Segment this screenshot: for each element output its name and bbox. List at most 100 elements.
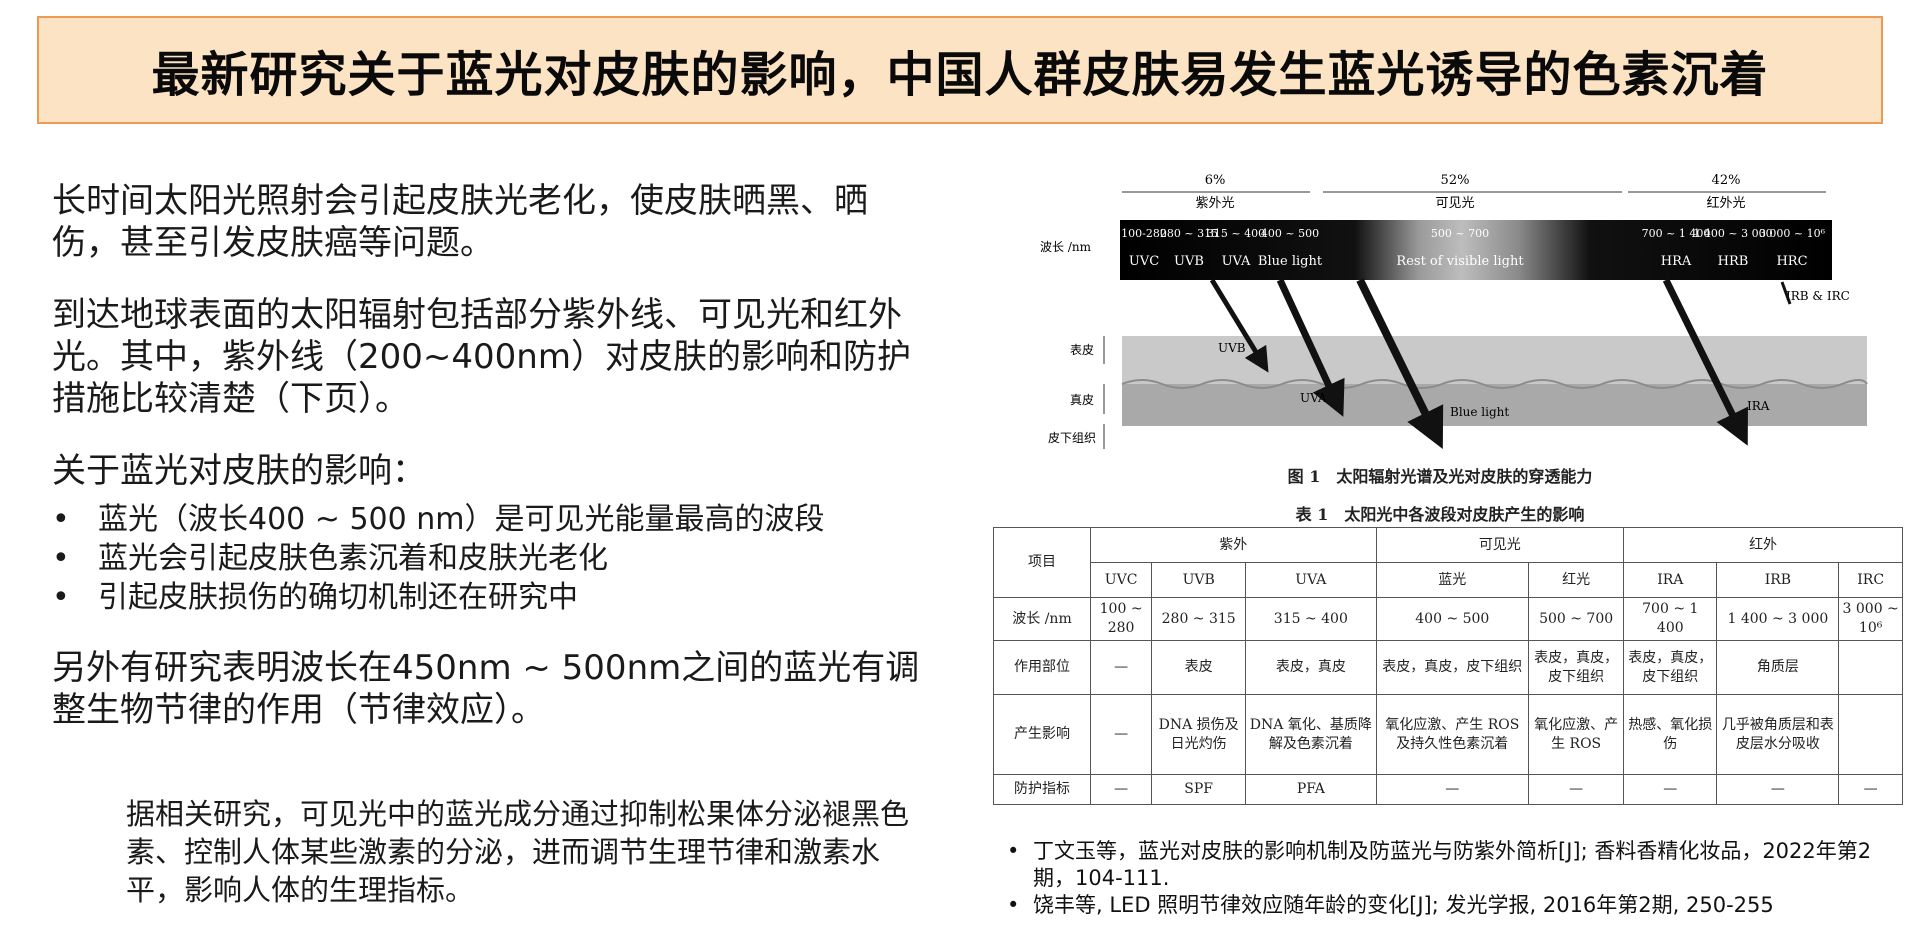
range-label: 280 ~ 315 — [1160, 227, 1218, 240]
blue-light-arrow — [1356, 278, 1444, 449]
table-cell — [1838, 640, 1903, 695]
column-header: UVC — [1089, 562, 1153, 598]
uvb-arrow — [1209, 278, 1269, 373]
blue-light-arrow-label: Blue light — [1450, 405, 1509, 419]
range-label: 400 ~ 500 — [1261, 227, 1319, 240]
uvb-arrow-label: UVB — [1218, 341, 1246, 355]
table-cell: DNA 损伤及日光灼伤 — [1151, 694, 1247, 775]
table-cell: — — [1528, 774, 1625, 805]
table-cell: 氧化应激、产生 ROS 及持久性色素沉着 — [1375, 694, 1530, 775]
table-cell: 表皮，真皮，皮下组织 — [1623, 640, 1718, 695]
table-row: 波长 /nm 100 ~ 280 280 ~ 315 315 ~ 400 400… — [993, 597, 1903, 641]
table-cell: — — [1838, 774, 1903, 805]
row-label: 防护指标 — [993, 774, 1091, 805]
irb-arrow — [1780, 281, 1792, 305]
row-label: 产生影响 — [993, 694, 1091, 775]
row-label: 波长 /nm — [993, 597, 1091, 641]
reference-item: 饶丰等, LED 照明节律效应随年龄的变化[J]; 发光学报, 2016年第2期… — [1005, 892, 1905, 919]
item-header: 项目 — [993, 527, 1091, 598]
table-cell: — — [1089, 694, 1153, 775]
table-cell: 1 400 ~ 3 000 — [1716, 597, 1840, 641]
table-row: 作用部位 — 表皮 表皮，真皮 表皮，真皮，皮下组织 表皮，真皮，皮下组织 表皮… — [993, 640, 1903, 695]
column-header: IRB — [1716, 562, 1840, 598]
left-text-column: 长时间太阳光照射会引起皮肤光老化，使皮肤晒黑、晒伤，甚至引发皮肤癌等问题。 到达… — [52, 180, 932, 761]
band-label: UVC — [1129, 254, 1159, 269]
irb-irc-label: IRB & IRC — [1786, 289, 1850, 303]
uv-percent: 6% — [1205, 173, 1226, 188]
range-label: 700 ~ 1 400 — [1642, 227, 1711, 240]
column-header: 蓝光 — [1375, 562, 1530, 598]
paragraph-3: 关于蓝光对皮肤的影响： — [52, 451, 426, 491]
table-cell: — — [1089, 640, 1153, 695]
band-effects-table: 项目 紫外 可见光 红外 UVC UVB UVA 蓝光 红光 IRA IRB I… — [993, 527, 1903, 805]
table-cell: 几乎被角质层和表皮层水分吸收 — [1716, 694, 1840, 775]
table-cell: 角质层 — [1716, 640, 1840, 695]
ira-arrow-label: IRA — [1747, 399, 1770, 413]
table-cell: 热感、氧化损伤 — [1623, 694, 1718, 775]
table-row: 防护指标 — SPF PFA — — — — — — [993, 774, 1903, 805]
ira-arrow — [1662, 278, 1748, 446]
range-label: 315 ~ 400 — [1207, 227, 1265, 240]
group-header: 紫外 — [1090, 527, 1377, 563]
table-cell: 表皮 — [1151, 640, 1247, 695]
table-cell: — — [1716, 774, 1840, 805]
band-label: Blue light — [1258, 254, 1323, 269]
wavelength-label: 波长 /nm — [1040, 240, 1092, 254]
table-cell: 400 ~ 500 — [1375, 597, 1530, 641]
spectrum-diagram: 6% 52% 42% 紫外光 可见光 红外光 波长 /nm 100-280 28… — [1040, 173, 1868, 449]
page-title: 最新研究关于蓝光对皮肤的影响，中国人群皮肤易发生蓝光诱导的色素沉着 — [151, 47, 1769, 103]
table-cell: 700 ~ 1 400 — [1623, 597, 1718, 641]
table-cell: PFA — [1245, 774, 1377, 805]
references-list: 丁文玉等，蓝光对皮肤的影响机制及防蓝光与防紫外简析[J]; 香料香精化妆品，20… — [1005, 838, 1905, 919]
band-label: Rest of visible light — [1396, 254, 1524, 269]
table-caption: 表 1 太阳光中各波段对皮肤产生的影响 — [1295, 505, 1585, 524]
group-header: 红外 — [1623, 527, 1903, 563]
ir-group-label: 红外光 — [1706, 195, 1745, 211]
band-label: HRB — [1718, 254, 1749, 269]
bullet-item: 蓝光会引起皮肤色素沉着和皮肤光老化 — [52, 539, 932, 578]
group-header: 可见光 — [1375, 527, 1625, 563]
table-cell: SPF — [1151, 774, 1247, 805]
spectrum-bar — [1120, 220, 1832, 280]
bullet-item: 引起皮肤损伤的确切机制还在研究中 — [52, 578, 932, 617]
table-cell: 500 ~ 700 — [1528, 597, 1625, 641]
table-cell: 280 ~ 315 — [1151, 597, 1247, 641]
column-header: IRC — [1838, 562, 1903, 598]
paragraph-1: 长时间太阳光照射会引起皮肤光老化，使皮肤晒黑、晒伤，甚至引发皮肤癌等问题。 — [52, 181, 868, 263]
uv-group-label: 紫外光 — [1195, 196, 1234, 211]
title-banner: 最新研究关于蓝光对皮肤的影响，中国人群皮肤易发生蓝光诱导的色素沉着 — [37, 16, 1883, 124]
table-cell: 表皮，真皮 — [1245, 640, 1377, 695]
layer-label-epidermis: 表皮 — [1070, 343, 1094, 357]
reference-item: 丁文玉等，蓝光对皮肤的影响机制及防蓝光与防紫外简析[J]; 香料香精化妆品，20… — [1005, 838, 1905, 892]
table-row: 产生影响 — DNA 损伤及日光灼伤 DNA 氧化、基质降解及色素沉着 氧化应激… — [993, 694, 1903, 775]
figure-caption: 图 1 太阳辐射光谱及光对皮肤的穿透能力 — [1287, 467, 1593, 486]
table-cell: 表皮，真皮，皮下组织 — [1375, 640, 1530, 695]
range-label: 100-280 — [1121, 227, 1167, 240]
spectrum-figure: 6% 52% 42% 紫外光 可见光 红外光 波长 /nm 100-280 28… — [1040, 164, 1870, 494]
table-cell: 表皮，真皮，皮下组织 — [1528, 640, 1625, 695]
band-label: HRC — [1776, 254, 1807, 269]
table-cell: — — [1375, 774, 1530, 805]
row-label: 作用部位 — [993, 640, 1091, 695]
table-cell: DNA 氧化、基质降解及色素沉着 — [1245, 694, 1377, 775]
visible-group-label: 可见光 — [1435, 196, 1474, 211]
blue-light-bullets: 蓝光（波长400 ~ 500 nm）是可见光能量最高的波段 蓝光会引起皮肤色素沉… — [52, 500, 932, 617]
table-cell — [1838, 694, 1903, 775]
range-label: 1 400 ~ 3 000 — [1693, 227, 1772, 240]
indented-paragraph: 据相关研究，可见光中的蓝光成分通过抑制松果体分泌褪黑色素、控制人体某些激素的分泌… — [126, 797, 910, 907]
table-cell: — — [1089, 774, 1153, 805]
paragraph-2: 到达地球表面的太阳辐射包括部分紫外线、可见光和红外光。其中，紫外线（200~40… — [52, 295, 911, 419]
bullet-item: 蓝光（波长400 ~ 500 nm）是可见光能量最高的波段 — [52, 500, 932, 539]
column-header: UVA — [1245, 562, 1377, 598]
column-header: UVB — [1151, 562, 1247, 598]
table-cell: 100 ~ 280 — [1089, 597, 1153, 641]
range-label: 3 000 ~ 10⁶ — [1759, 227, 1826, 240]
range-label: 500 ~ 700 — [1431, 227, 1489, 240]
layer-label-subcutis: 皮下组织 — [1048, 431, 1096, 445]
column-header: 红光 — [1528, 562, 1625, 598]
uva-arrow-label: UVA — [1300, 391, 1327, 405]
table-cell: 315 ~ 400 — [1245, 597, 1377, 641]
layer-label-dermis: 真皮 — [1070, 393, 1094, 407]
table-cell: — — [1623, 774, 1718, 805]
band-label: UVA — [1222, 254, 1251, 269]
